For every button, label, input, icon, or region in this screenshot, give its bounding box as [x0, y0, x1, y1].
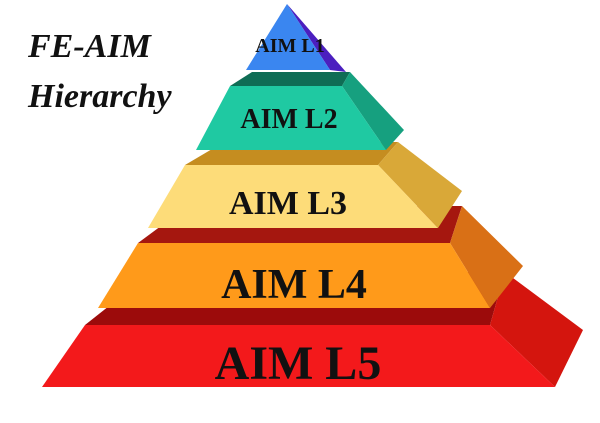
level-3-side-face [378, 142, 462, 228]
level-5-front-face [42, 325, 555, 387]
diagram-title-line-2: Hierarchy [28, 78, 172, 115]
level-4-side-face [450, 206, 523, 308]
level-1: AIM L1 [246, 4, 346, 72]
level-2: AIM L2 [196, 72, 404, 150]
level-1-label: AIM L1 [255, 35, 324, 57]
level-1-side-face [287, 4, 346, 72]
level-2-side-face [342, 72, 404, 150]
level-1-front-face [246, 4, 330, 70]
level-2-label: AIM L2 [240, 104, 337, 135]
level-5-side-face [490, 272, 583, 387]
level-3-front-face [148, 165, 438, 228]
level-4-label: AIM L4 [221, 262, 367, 308]
level-3: AIM L3 [148, 142, 462, 228]
level-3-label: AIM L3 [229, 185, 347, 222]
level-4: AIM L4 [98, 206, 523, 308]
level-2-top-face [230, 72, 350, 86]
diagram-title-line-1: FE-AIM [28, 28, 151, 65]
level-2-front-face [196, 86, 386, 150]
level-5-label: AIM L5 [215, 337, 382, 390]
level-4-front-face [98, 243, 490, 308]
